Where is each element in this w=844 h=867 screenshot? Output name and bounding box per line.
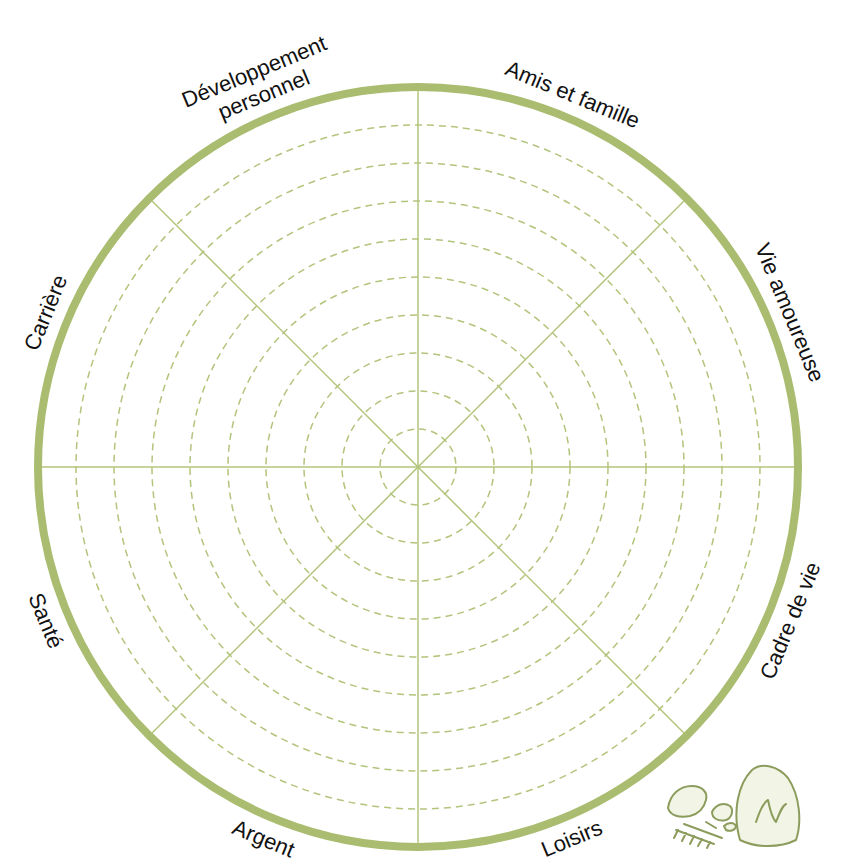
sector-label: Carrière xyxy=(19,271,73,354)
spokes xyxy=(38,87,798,847)
spoke xyxy=(149,198,686,735)
outer-circle xyxy=(38,87,798,847)
sector-label: Développement personnel xyxy=(157,22,361,145)
rocks-and-rake xyxy=(668,766,799,848)
